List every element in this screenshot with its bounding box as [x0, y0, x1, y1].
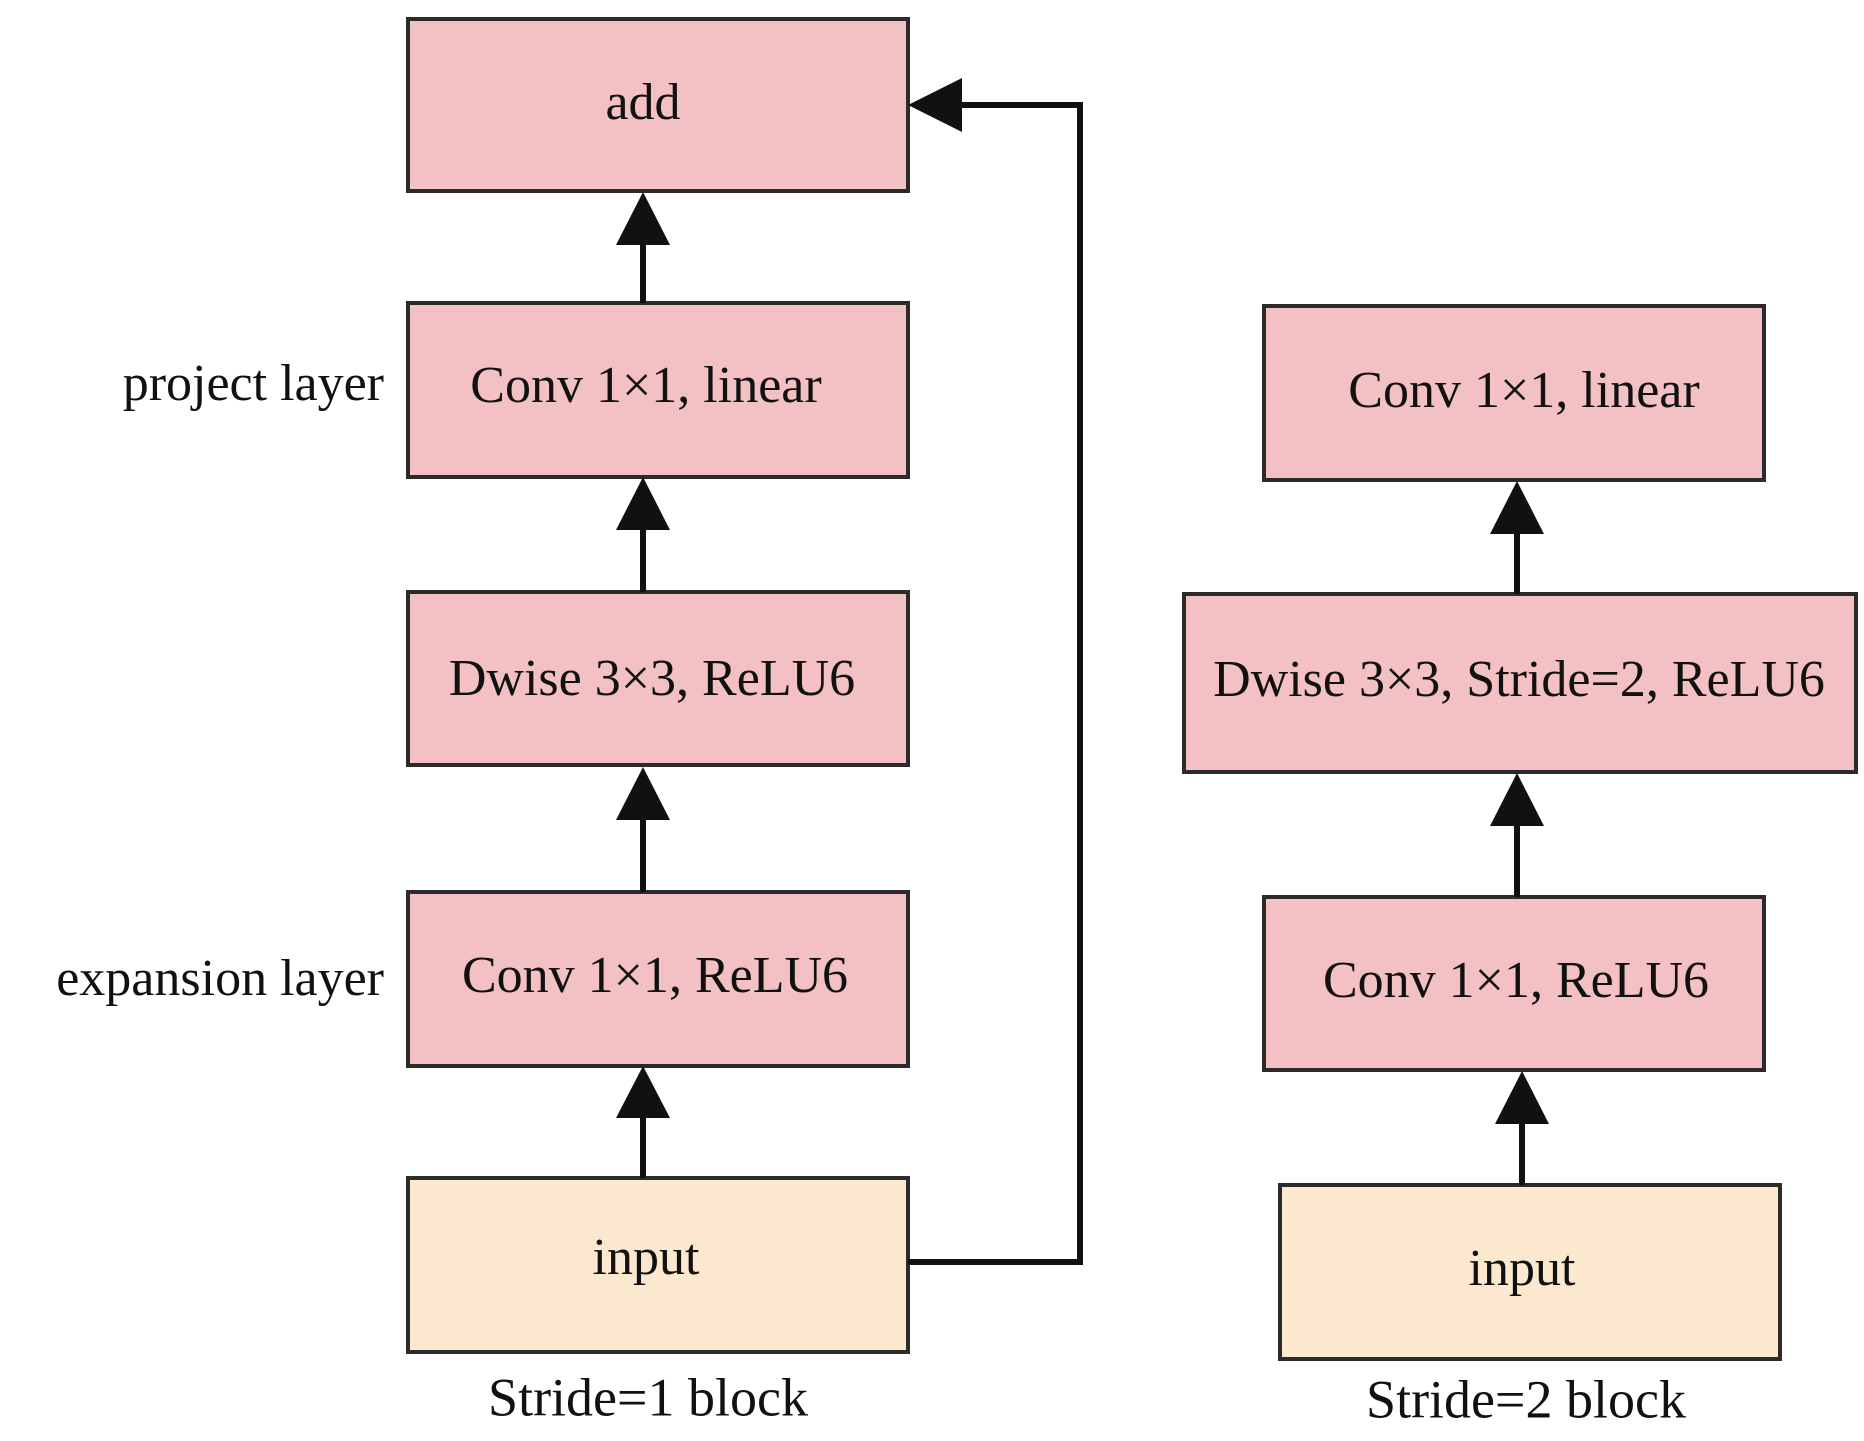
stride2-expansion-label: Conv 1×1, ReLU6	[1323, 952, 1709, 1009]
stride2-dwise-node: Dwise 3×3, Stride=2, ReLU6	[1182, 592, 1858, 774]
stride1-arrow-project-to-add	[616, 192, 670, 303]
expansion-layer-label: expansion layer	[56, 950, 384, 1007]
stride1-project-box	[406, 301, 910, 479]
stride2-input-node: input	[1278, 1183, 1782, 1361]
stride1-dwise-label: Dwise 3×3, ReLU6	[449, 650, 855, 707]
stride2-project-label: Conv 1×1, linear	[1348, 362, 1699, 419]
stride1-dwise-box	[406, 590, 910, 767]
stride1-dwise-node: Dwise 3×3, ReLU6	[406, 590, 910, 767]
stride1-add-node: add	[406, 17, 910, 193]
stride1-block: add Conv 1×1, linear Dwise 3×3, ReLU6 Co…	[56, 17, 1083, 1427]
stride1-arrow-input-to-expansion	[616, 1066, 670, 1178]
stride2-expansion-node: Conv 1×1, ReLU6	[1262, 895, 1766, 1072]
stride2-block: Conv 1×1, linear Dwise 3×3, Stride=2, Re…	[1182, 304, 1858, 1429]
stride2-arrow-dwise-to-project	[1490, 481, 1544, 594]
stride2-input-label: input	[1469, 1240, 1576, 1297]
stride2-project-box	[1262, 304, 1766, 482]
stride1-input-label: input	[593, 1229, 700, 1286]
project-layer-label: project layer	[123, 355, 384, 412]
stride1-arrow-dwise-to-project	[616, 477, 670, 592]
stride1-add-label: add	[605, 74, 680, 131]
stride2-arrow-input-to-expansion	[1495, 1071, 1549, 1185]
stride2-dwise-box	[1182, 592, 1858, 774]
stride2-arrow-expansion-to-dwise	[1490, 773, 1544, 897]
stride1-project-node: Conv 1×1, linear	[406, 301, 910, 479]
stride2-project-node: Conv 1×1, linear	[1262, 304, 1766, 482]
stride1-skip-connection-arrow	[908, 78, 1083, 1265]
stride2-input-box	[1278, 1183, 1782, 1361]
stride1-expansion-label: Conv 1×1, ReLU6	[462, 947, 848, 1004]
stride1-project-label: Conv 1×1, linear	[470, 357, 821, 414]
stride1-input-node: input	[406, 1176, 910, 1354]
stride1-add-box	[406, 17, 910, 193]
stride1-expansion-box	[406, 890, 910, 1068]
stride1-input-box	[406, 1176, 910, 1354]
stride2-expansion-box	[1262, 895, 1766, 1072]
stride1-caption: Stride=1 block	[488, 1367, 808, 1427]
stride2-caption: Stride=2 block	[1366, 1369, 1686, 1429]
stride1-expansion-node: Conv 1×1, ReLU6	[406, 890, 910, 1068]
stride2-dwise-label: Dwise 3×3, Stride=2, ReLU6	[1213, 651, 1825, 708]
stride1-arrow-expansion-to-dwise	[616, 767, 670, 892]
